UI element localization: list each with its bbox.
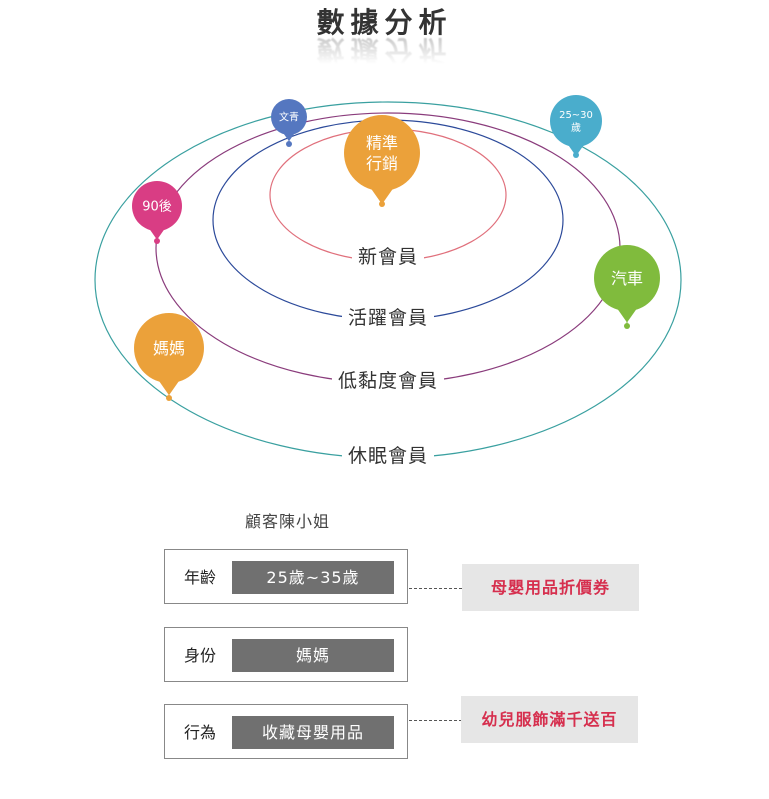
- ring-low-engagement-member-label: 低黏度會員: [331, 368, 445, 394]
- pin-precision-marketing[interactable]: 精準行銷: [344, 115, 420, 207]
- customer-name: 顧客陳小姐: [245, 512, 331, 531]
- pin-age-25-30-dot: [573, 152, 579, 158]
- ring-active-member-label: 活躍會員: [341, 305, 435, 331]
- pin-precision-marketing-label: 精準行銷: [366, 133, 398, 173]
- info-label-identity: 身份: [184, 646, 217, 665]
- info-value-identity: 媽媽: [232, 639, 394, 672]
- info-value-behavior: 收藏母嬰用品: [232, 716, 394, 749]
- pin-wenqing-dot: [286, 141, 292, 147]
- ring-dormant-member-label: 休眠會員: [341, 443, 435, 469]
- pin-mom-dot: [166, 395, 172, 401]
- ring-new-member-label: 新會員: [351, 244, 425, 270]
- pin-automobile[interactable]: 汽車: [594, 245, 660, 329]
- coupon-kids-clothing[interactable]: 幼兒服飾滿千送百: [461, 696, 638, 743]
- pin-mom-label: 媽媽: [153, 339, 185, 358]
- pin-precision-marketing-dot: [379, 201, 385, 207]
- pin-wenqing-label: 文青: [279, 111, 299, 124]
- info-value-age: 25歲~35歲: [232, 561, 394, 594]
- connector-dash-behavior: [409, 720, 462, 721]
- pin-automobile-dot: [624, 323, 630, 329]
- pin-automobile-label: 汽車: [611, 269, 643, 288]
- info-row-behavior: 行為 收藏母嬰用品: [164, 704, 408, 759]
- pin-post-90s-label: 90後: [142, 200, 172, 215]
- title-area: 數據分析 數據分析: [0, 4, 769, 67]
- page-title: 數據分析: [316, 6, 453, 39]
- pin-mom[interactable]: 媽媽: [134, 313, 204, 401]
- coupon-maternal-products[interactable]: 母嬰用品折價券: [462, 564, 639, 611]
- pin-post-90s-dot: [154, 238, 160, 244]
- info-row-age: 年齡 25歲~35歲: [164, 549, 408, 604]
- pin-wenqing[interactable]: 文青: [271, 99, 307, 147]
- connector-dash-age: [409, 588, 462, 589]
- pin-post-90s[interactable]: 90後: [132, 181, 182, 244]
- info-label-behavior: 行為: [184, 723, 217, 742]
- info-label-age: 年齡: [184, 568, 217, 587]
- info-row-identity: 身份 媽媽: [164, 627, 408, 682]
